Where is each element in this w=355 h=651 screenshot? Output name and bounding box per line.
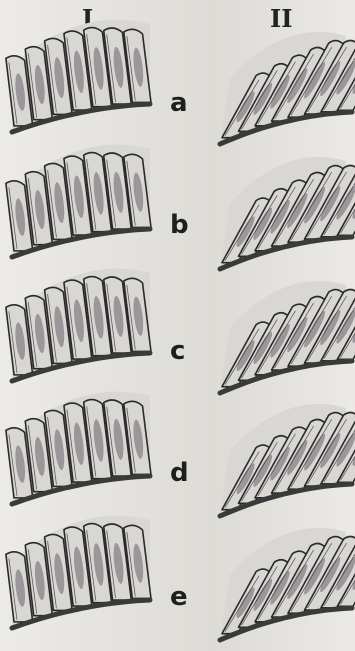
panel-I-c [6, 269, 151, 381]
panel-I-d [6, 392, 151, 504]
panel-II-e [220, 528, 355, 640]
panel-II-d [220, 404, 355, 516]
panel-II-b [220, 157, 355, 269]
panel-I-b [6, 145, 151, 257]
panel-II-c [220, 281, 355, 393]
panel-I-e [6, 516, 151, 628]
panel-II-a [220, 32, 355, 144]
panel-I-a [6, 20, 151, 132]
